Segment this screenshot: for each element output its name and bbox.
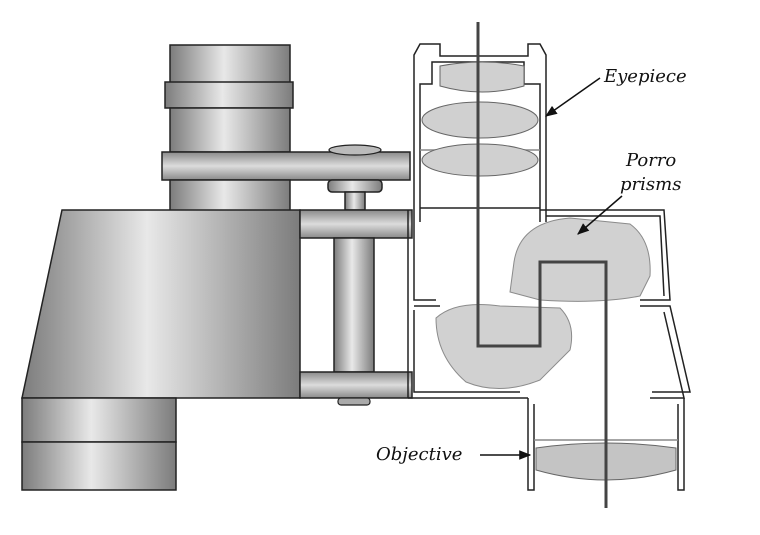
left-eyepiece-tube [164, 44, 294, 153]
eyepiece-callout: Eyepiece [545, 66, 687, 117]
left-main-housing [21, 209, 301, 399]
eyepiece-arrow [545, 77, 601, 117]
prism-housing [407, 209, 691, 399]
eyepiece-lenses [421, 61, 539, 177]
objective-callout: Objective [376, 444, 532, 465]
eyepiece-label: Eyepiece [603, 66, 687, 87]
hinge-assembly [299, 209, 413, 406]
left-upper-body [169, 179, 291, 213]
porro-prisms [435, 217, 651, 390]
focus-knob [327, 179, 383, 211]
eyepiece-lens-2 [421, 101, 539, 139]
eyepiece-lens-1 [439, 61, 525, 93]
porro-prisms-callout: Porro prisms [577, 150, 681, 235]
top-bridge-arm [161, 144, 411, 181]
left-objective-tube [21, 397, 177, 491]
eyepiece-lens-3 [421, 143, 539, 177]
porro-prisms-arrow [577, 195, 623, 235]
light-ray-path [476, 22, 608, 508]
porro-label-line1: Porro [625, 150, 676, 171]
porro-label-line2: prisms [620, 174, 681, 195]
upper-prism [509, 217, 651, 302]
objective-label: Objective [376, 444, 462, 465]
